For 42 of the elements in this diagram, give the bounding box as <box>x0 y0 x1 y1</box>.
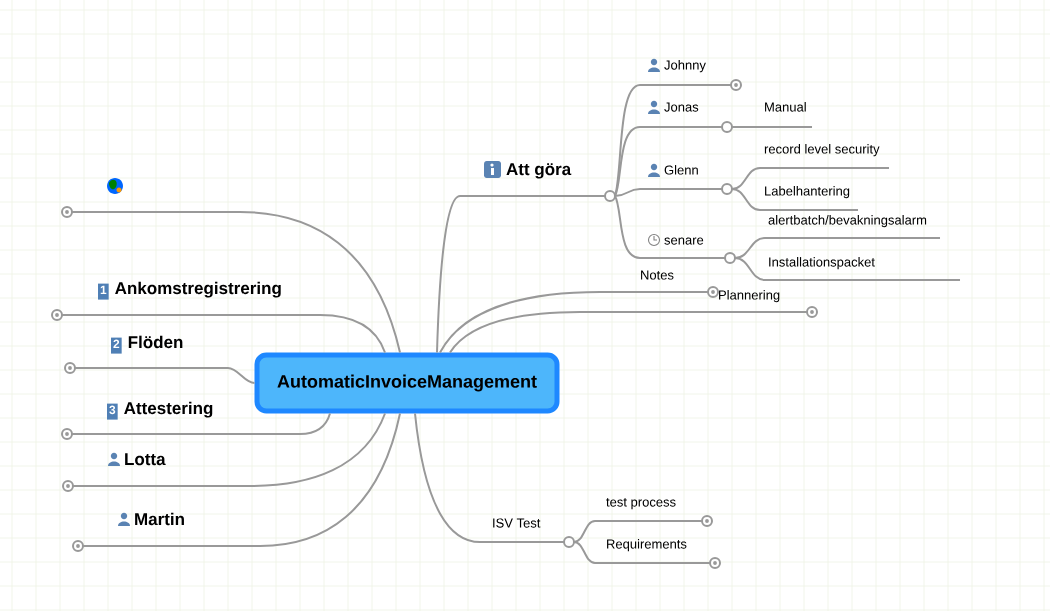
topic-label: 1 Ankomstregistrering <box>98 281 281 300</box>
branch-line <box>299 412 331 435</box>
branch-line <box>249 412 386 487</box>
topic-label: Installationspacket <box>769 257 875 270</box>
topic-label: Att göra <box>506 163 572 179</box>
central-topic: AutomaticInvoiceManagement <box>254 352 560 414</box>
number-badge: 1 <box>98 283 109 300</box>
topic-label: Jonas <box>664 102 699 112</box>
branch-line <box>731 126 746 128</box>
branch-line <box>319 314 386 354</box>
branch-line <box>436 195 461 354</box>
branch-line <box>239 211 401 354</box>
branch-line <box>734 257 766 281</box>
topic-label: Manual <box>765 102 806 112</box>
topic-label: Glenn <box>664 165 698 175</box>
branch-line <box>614 188 641 197</box>
topic-label: test process <box>606 498 676 510</box>
topic-label: record level security <box>764 144 880 157</box>
topic-label: ISV Test <box>493 518 541 528</box>
branch-line <box>614 195 641 259</box>
number-badge: 3 <box>107 403 118 420</box>
branch-line <box>614 126 641 197</box>
branch-line <box>259 412 401 547</box>
branch-line <box>731 188 761 211</box>
topic-label: 2 Flöden <box>111 335 183 354</box>
topic-label: Notes <box>641 270 674 280</box>
branch-line <box>439 291 601 354</box>
number-badge: 2 <box>111 337 122 354</box>
branch-line <box>414 412 481 543</box>
topic-label: Lotta <box>125 453 166 466</box>
topic-label: Labelhantering <box>765 186 850 199</box>
topic-label: Martin <box>135 512 184 526</box>
branch-line <box>449 311 581 354</box>
topic-label: senare <box>664 237 704 245</box>
branch-line <box>573 520 596 543</box>
topic-label: Plannering <box>719 290 780 303</box>
topic-label: Requirements <box>607 539 687 552</box>
branch-line <box>227 367 256 384</box>
branch-line <box>573 541 596 564</box>
topic-label: Johnny <box>664 60 706 73</box>
topic-label: alertbatch/bevakningsalarm <box>768 215 927 228</box>
topic-label: 3 Attestering <box>107 401 213 420</box>
